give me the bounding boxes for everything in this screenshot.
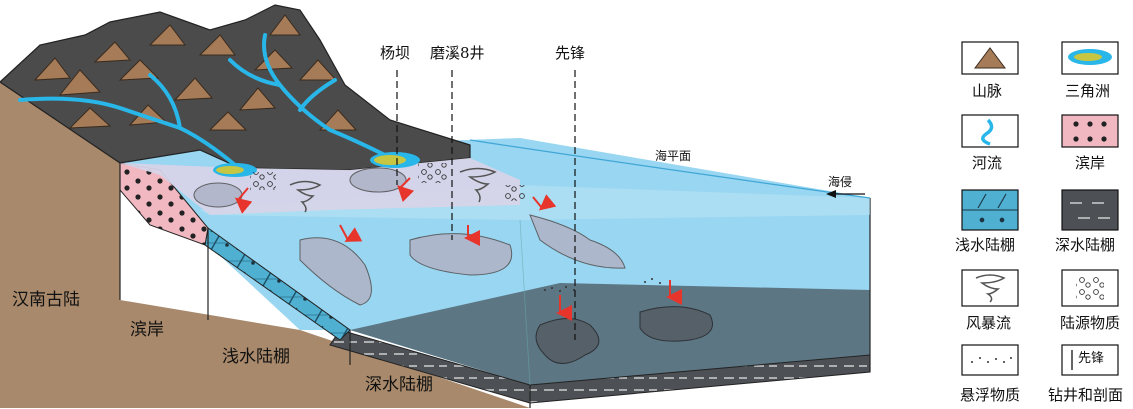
rivers xyxy=(18,33,397,167)
well-label-moxi8: 磨溪8井 xyxy=(430,44,485,62)
terrigenous-icon xyxy=(1076,276,1104,300)
shallow-shelf-icon xyxy=(962,193,1018,223)
transgression-label: 海侵 xyxy=(828,174,852,189)
svg-text:滨岸: 滨岸 xyxy=(1075,154,1105,172)
zone-label-shallow: 浅水陆棚 xyxy=(222,347,290,367)
svg-text:先锋: 先锋 xyxy=(1078,351,1104,366)
transgression-arrow xyxy=(826,190,865,198)
transport-arrows xyxy=(234,177,682,321)
storm-flows xyxy=(289,167,497,213)
sea-level-label: 海平面 xyxy=(655,148,691,163)
suspended-icon xyxy=(971,357,1012,363)
legend-item-terrigenous: 陆源物质 xyxy=(1060,269,1120,332)
svg-text:深水陆棚: 深水陆棚 xyxy=(1055,236,1115,254)
svg-text:风暴流: 风暴流 xyxy=(966,314,1011,332)
legend-item-delta: 三角洲 xyxy=(1061,41,1119,100)
shallow-water-plane xyxy=(200,185,870,220)
legend-item-river: 河流 xyxy=(961,114,1019,172)
mountain-icon xyxy=(974,47,1006,69)
svg-text:钻井和剖面: 钻井和剖面 xyxy=(1048,386,1123,404)
deltas xyxy=(213,152,420,177)
sand-bodies xyxy=(193,167,626,306)
svg-text:河流: 河流 xyxy=(972,154,1002,172)
legend-item-deep: 深水陆棚 xyxy=(1055,189,1119,254)
zone-label-deep: 深水陆棚 xyxy=(365,375,433,395)
legend-item-shallow: 浅水陆棚 xyxy=(955,189,1019,254)
svg-text:陆源物质: 陆源物质 xyxy=(1060,314,1120,332)
land-front-face xyxy=(0,82,530,408)
well-section-icon: 先锋 xyxy=(1071,350,1104,370)
shore-icon xyxy=(1073,121,1107,142)
legend-item-well: 先锋 钻井和剖面 xyxy=(1048,344,1123,404)
shore-wedge-dots xyxy=(120,163,208,245)
well-label-xianfeng: 先锋 xyxy=(555,44,585,62)
svg-text:三角洲: 三角洲 xyxy=(1065,82,1110,100)
legend-item-suspended: 悬浮物质 xyxy=(960,344,1020,404)
deep-shelf-icon xyxy=(1070,202,1110,219)
svg-text:山脉: 山脉 xyxy=(972,82,1002,100)
deep-deposits xyxy=(535,306,713,364)
legend-item-storm: 风暴流 xyxy=(961,269,1019,332)
legend: 山脉 三角洲 河流 滨岸 xyxy=(955,41,1123,404)
river-icon xyxy=(981,118,994,146)
svg-text:悬浮物质: 悬浮物质 xyxy=(960,386,1020,404)
delta-icon xyxy=(1068,49,1112,65)
sea-level-line xyxy=(469,139,871,199)
well-label-yangba: 杨坝 xyxy=(380,44,410,62)
zone-label-hannan: 汉南古陆 xyxy=(12,290,80,310)
legend-item-mountain: 山脉 xyxy=(961,41,1019,100)
deep-water-surface xyxy=(350,283,870,385)
storm-flow-icon xyxy=(975,274,1006,303)
terrigenous-clasts xyxy=(250,163,525,201)
svg-text:浅水陆棚: 浅水陆棚 xyxy=(955,236,1015,254)
zone-label-shore: 滨岸 xyxy=(130,320,164,340)
legend-item-shore: 滨岸 xyxy=(1061,114,1119,172)
suspended-dots xyxy=(544,278,661,292)
